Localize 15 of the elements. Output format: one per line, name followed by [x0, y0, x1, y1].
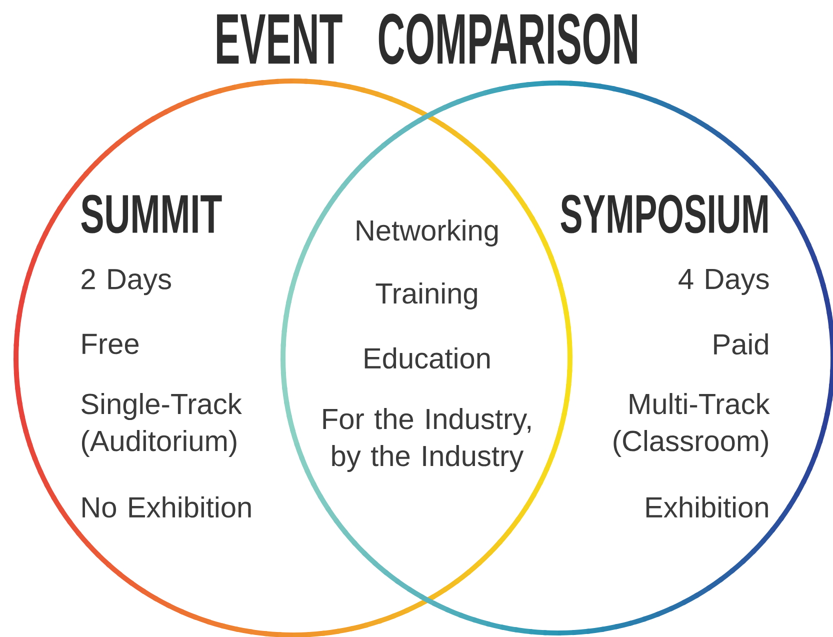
circle-heading: SYMPOSIUM: [560, 194, 768, 234]
overlap-item: Education: [364, 347, 490, 369]
list-item: 2 Days: [82, 268, 171, 296]
list-item: Free: [82, 334, 139, 354]
circle-heading: SUMMIT: [81, 194, 222, 234]
overlap-item: For the Industry, by the Industry: [323, 408, 531, 472]
list-item: Single-Track (Auditorium): [82, 392, 242, 457]
list-item: Multi-Track (Classroom): [614, 392, 770, 457]
list-item: Exhibition: [646, 496, 768, 518]
list-item: 4 Days: [678, 269, 769, 295]
list-item: Paid: [714, 333, 768, 355]
overlap-item: Networking: [356, 219, 498, 246]
title: EVENT COMPARISON: [217, 14, 637, 64]
overlap-item: Training: [376, 282, 477, 310]
list-item: No Exhibition: [82, 496, 251, 518]
